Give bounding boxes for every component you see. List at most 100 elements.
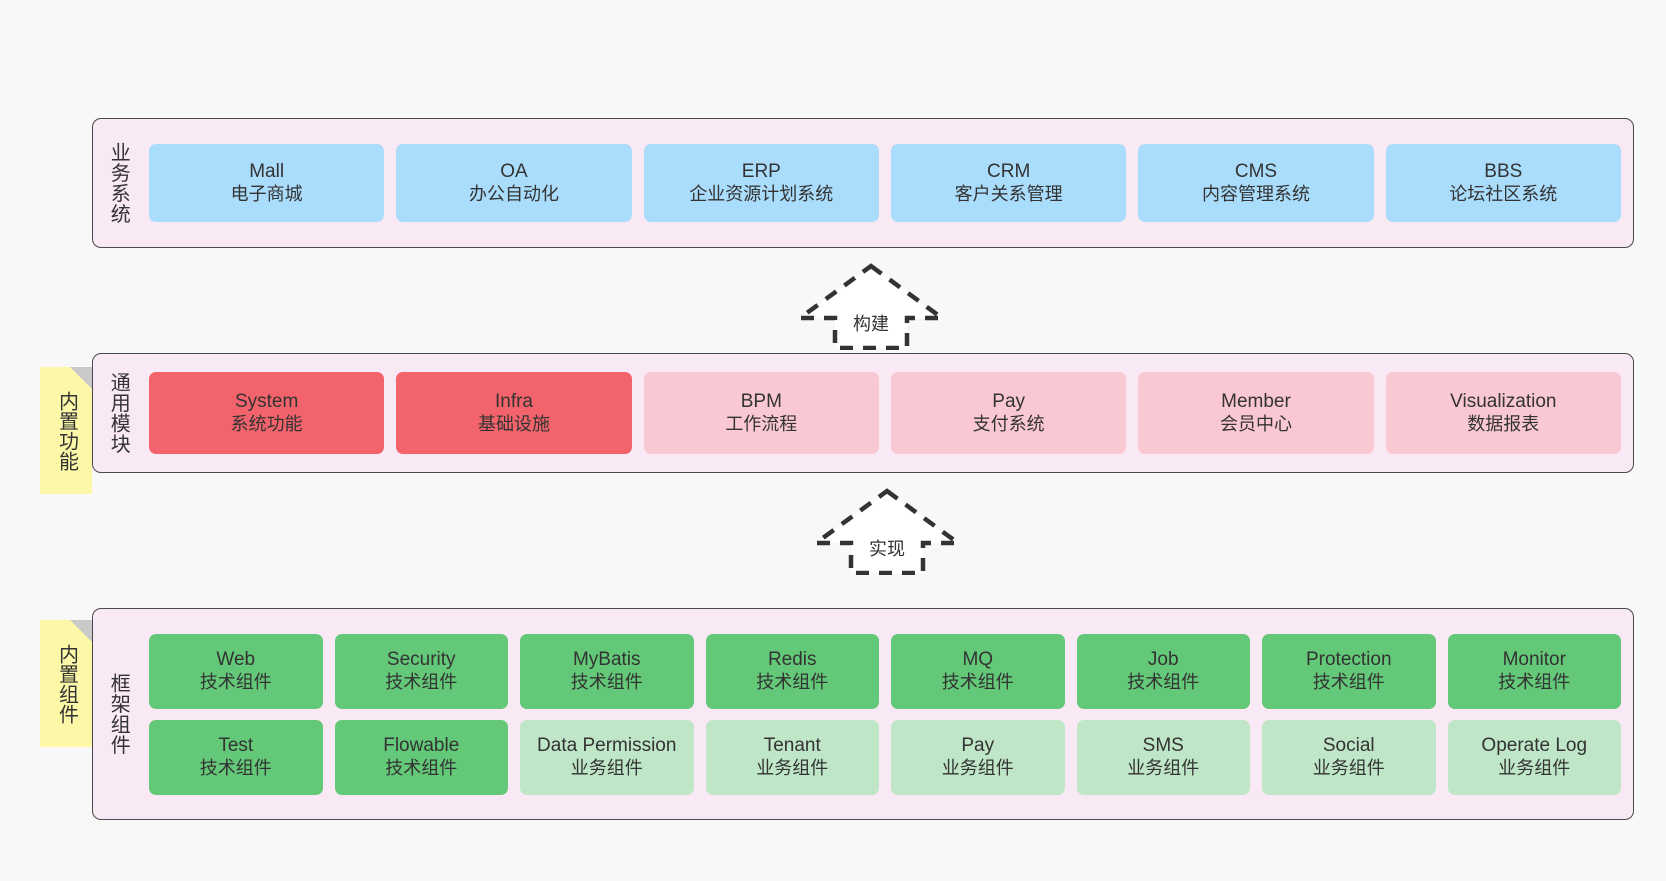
component-name: MyBatis: [572, 649, 641, 671]
layer-business-systems-body: Mall 电子商城 OA 办公自动化 ERP 企业资源计划系统 CRM 客户关系…: [143, 119, 1633, 247]
component-box-operate-log[interactable]: Operate Log 业务组件: [1447, 719, 1621, 795]
module-desc: 客户关系管理: [954, 183, 1063, 204]
component-name: MQ: [962, 649, 994, 671]
note-label: 内置功能: [55, 390, 78, 471]
module-name: BBS: [1484, 161, 1523, 183]
component-box-pay[interactable]: Pay 业务组件: [891, 719, 1065, 795]
component-box-mq[interactable]: MQ 技术组件: [891, 633, 1065, 709]
component-box-test[interactable]: Test 技术组件: [149, 719, 323, 795]
component-desc: 技术组件: [199, 671, 272, 692]
module-box-bpm[interactable]: BPM 工作流程: [643, 372, 879, 454]
component-box-data-permission[interactable]: Data Permission 业务组件: [520, 719, 694, 795]
module-desc: 办公自动化: [468, 183, 559, 204]
module-desc: 支付系统: [972, 413, 1045, 434]
component-desc: 技术组件: [385, 671, 458, 692]
implement-arrow-icon: [812, 488, 962, 575]
module-name: ERP: [741, 161, 781, 183]
component-desc: 技术组件: [1498, 671, 1571, 692]
framework-row-technical: Web 技术组件 Security 技术组件 MyBatis 技术组件 Redi…: [149, 633, 1621, 709]
module-name: CRM: [987, 161, 1031, 183]
note-builtin-features: 内置功能: [40, 367, 92, 494]
component-name: Tenant: [763, 735, 821, 757]
component-box-job[interactable]: Job 技术组件: [1076, 633, 1250, 709]
module-desc: 数据报表: [1467, 413, 1540, 434]
note-fold-corner-icon: [70, 367, 92, 389]
component-box-flowable[interactable]: Flowable 技术组件: [334, 719, 508, 795]
component-name: Pay: [961, 735, 995, 757]
component-name: SMS: [1142, 735, 1184, 757]
component-desc: 业务组件: [1312, 757, 1385, 778]
component-name: Redis: [767, 649, 817, 671]
layer-common-modules-title: 通用模块: [107, 372, 130, 454]
component-name: Monitor: [1502, 649, 1566, 671]
module-name: Mall: [249, 161, 285, 183]
module-box-pay[interactable]: Pay 支付系统: [890, 372, 1127, 454]
module-name: Infra: [494, 391, 533, 413]
layer-common-modules: 通用模块 System 系统功能 Infra 基础设施 BPM 工作流程 Pay…: [92, 353, 1634, 473]
component-box-monitor[interactable]: Monitor 技术组件: [1447, 633, 1621, 709]
component-name: Operate Log: [1481, 735, 1588, 757]
module-name: BPM: [740, 391, 782, 413]
module-box-bbs[interactable]: BBS 论坛社区系统: [1385, 144, 1621, 222]
component-name: Security: [386, 649, 456, 671]
module-desc: 工作流程: [725, 413, 798, 434]
component-box-mybatis[interactable]: MyBatis 技术组件: [520, 633, 694, 709]
component-name: Web: [216, 649, 256, 671]
module-box-erp[interactable]: ERP 企业资源计划系统: [643, 144, 879, 222]
module-name: Visualization: [1450, 391, 1557, 413]
module-box-mall[interactable]: Mall 电子商城: [149, 144, 385, 222]
module-desc: 论坛社区系统: [1449, 183, 1558, 204]
component-name: Protection: [1305, 649, 1392, 671]
module-desc: 内容管理系统: [1201, 183, 1310, 204]
module-name: System: [234, 391, 299, 413]
module-desc: 系统功能: [230, 413, 303, 434]
note-fold-corner-icon: [70, 620, 92, 642]
component-box-social[interactable]: Social 业务组件: [1262, 719, 1436, 795]
component-desc: 技术组件: [385, 757, 458, 778]
component-desc: 技术组件: [756, 671, 829, 692]
component-box-protection[interactable]: Protection 技术组件: [1262, 633, 1436, 709]
note-label: 内置组件: [55, 643, 78, 724]
module-desc: 企业资源计划系统: [689, 183, 834, 204]
framework-row-business: Test 技术组件 Flowable 技术组件 Data Permission …: [149, 719, 1621, 795]
component-name: Flowable: [383, 735, 460, 757]
component-name: Test: [218, 735, 254, 757]
component-name: Data Permission: [537, 735, 677, 757]
component-desc: 技术组件: [570, 671, 643, 692]
layer-framework-components: 框架组件 Web 技术组件 Security 技术组件 MyBatis 技术组件…: [92, 608, 1634, 820]
module-name: CMS: [1234, 161, 1278, 183]
layer-business-systems: 业务系统 Mall 电子商城 OA 办公自动化 ERP 企业资源计划系统 CRM…: [92, 118, 1634, 248]
note-builtin-components: 内置组件: [40, 620, 92, 747]
component-box-web[interactable]: Web 技术组件: [149, 633, 323, 709]
component-desc: 技术组件: [1127, 671, 1200, 692]
component-desc: 技术组件: [941, 671, 1014, 692]
build-arrow-label: 构建: [853, 314, 889, 334]
component-box-security[interactable]: Security 技术组件: [334, 633, 508, 709]
module-box-member[interactable]: Member 会员中心: [1138, 372, 1374, 454]
layer-framework-components-title: 框架组件: [107, 673, 130, 755]
component-desc: 业务组件: [941, 757, 1014, 778]
module-desc: 会员中心: [1219, 413, 1292, 434]
module-name: Pay: [992, 391, 1026, 413]
module-desc: 基础设施: [477, 413, 550, 434]
component-desc: 业务组件: [1498, 757, 1571, 778]
component-desc: 业务组件: [1127, 757, 1200, 778]
module-box-visualization[interactable]: Visualization 数据报表: [1385, 372, 1621, 454]
module-box-system[interactable]: System 系统功能: [149, 372, 385, 454]
module-box-crm[interactable]: CRM 客户关系管理: [890, 144, 1127, 222]
component-box-tenant[interactable]: Tenant 业务组件: [705, 719, 879, 795]
component-desc: 业务组件: [756, 757, 829, 778]
component-box-sms[interactable]: SMS 业务组件: [1076, 719, 1250, 795]
module-box-cms[interactable]: CMS 内容管理系统: [1138, 144, 1374, 222]
module-desc: 电子商城: [230, 183, 303, 204]
module-box-infra[interactable]: Infra 基础设施: [396, 372, 632, 454]
component-name: Job: [1147, 649, 1179, 671]
layer-framework-components-body: Web 技术组件 Security 技术组件 MyBatis 技术组件 Redi…: [143, 609, 1633, 819]
component-desc: 技术组件: [199, 757, 272, 778]
module-name: OA: [500, 161, 528, 183]
module-box-oa[interactable]: OA 办公自动化: [396, 144, 632, 222]
component-box-redis[interactable]: Redis 技术组件: [705, 633, 879, 709]
layer-common-modules-body: System 系统功能 Infra 基础设施 BPM 工作流程 Pay 支付系统…: [143, 354, 1633, 472]
layer-business-systems-title: 业务系统: [107, 142, 130, 224]
